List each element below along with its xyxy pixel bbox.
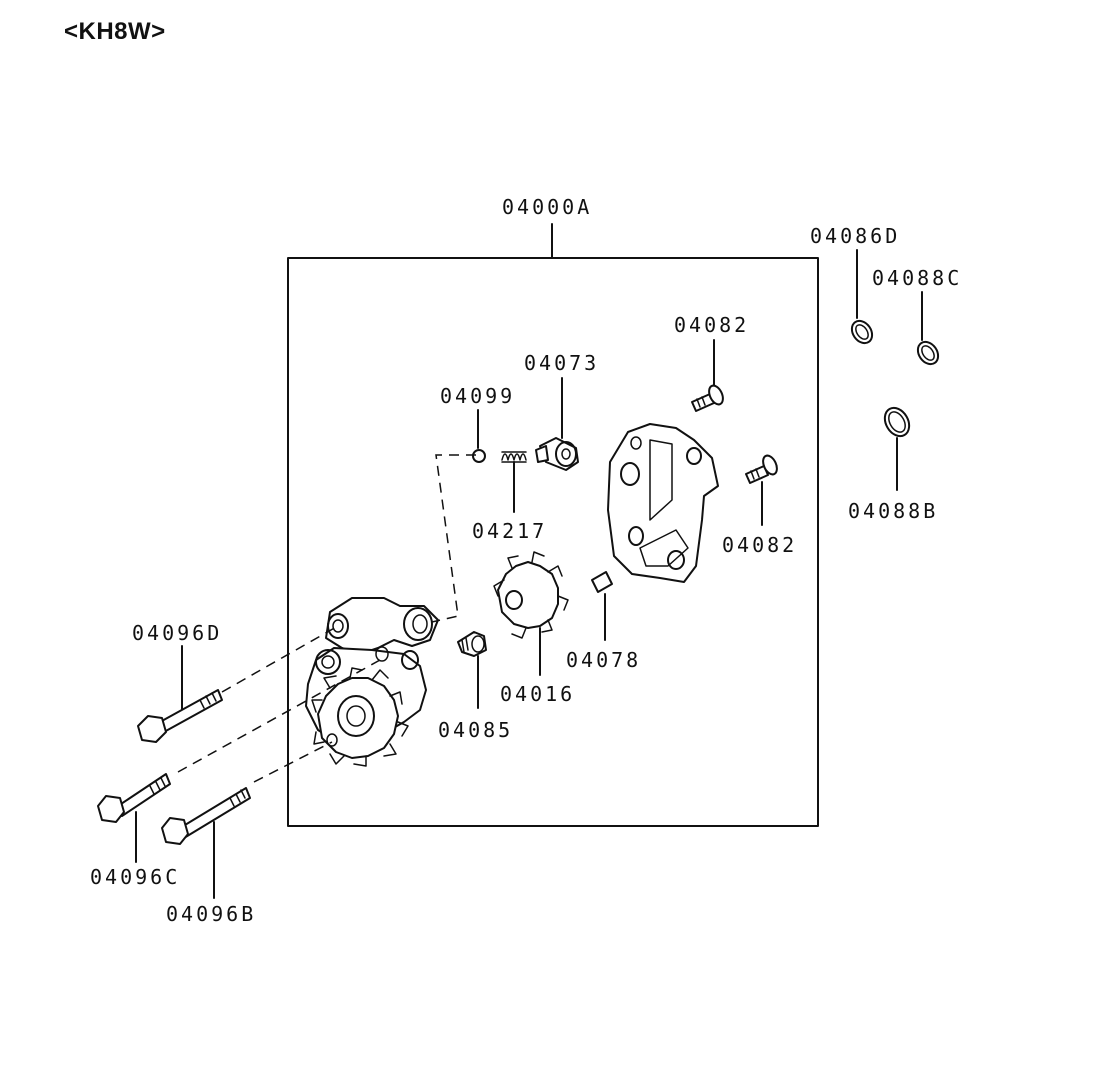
screw-04082-right-icon (745, 454, 778, 526)
label-04088C: 04088C (872, 266, 962, 290)
alignment-line-04099 (431, 454, 476, 623)
label-04099: 04099 (440, 384, 515, 408)
pump-cover-plate-icon (607, 423, 719, 583)
label-04078: 04078 (566, 648, 641, 672)
label-04073: 04073 (524, 351, 599, 375)
o-ring-04088C-icon (916, 291, 940, 366)
label-04086D: 04086D (810, 224, 900, 248)
o-ring-04086D-icon (850, 249, 874, 345)
o-ring-04088B-icon (883, 406, 911, 491)
label-04088B: 04088B (848, 499, 938, 523)
label-04016: 04016 (500, 682, 575, 706)
label-04000A: 04000A (502, 195, 592, 219)
plug-04085-icon (457, 631, 487, 709)
spring-04217-icon (501, 451, 527, 513)
label-04217: 04217 (472, 519, 547, 543)
bolt-04096B-icon (161, 787, 251, 899)
bolt-04096D-icon (137, 645, 223, 743)
pin-04078-icon (591, 571, 613, 641)
label-04082-right: 04082 (722, 533, 797, 557)
label-04096B: 04096B (166, 902, 256, 926)
ball-04099-icon (472, 409, 486, 463)
bolt-04096C-icon (97, 773, 171, 863)
gear-04016-icon (493, 551, 569, 676)
alignment-line-04096C (177, 659, 381, 773)
label-04096D: 04096D (132, 621, 222, 645)
valve-04073-icon (535, 377, 579, 471)
label-04096C: 04096C (90, 865, 180, 889)
model-code: <KH8W> (64, 18, 166, 45)
alignment-line-04096B (253, 741, 333, 783)
label-04082-top: 04082 (674, 313, 749, 337)
screw-04082-top-icon (691, 339, 724, 412)
alignment-line-04096D (221, 625, 339, 693)
label-04085: 04085 (438, 718, 513, 742)
pump-body-icon (305, 597, 439, 767)
